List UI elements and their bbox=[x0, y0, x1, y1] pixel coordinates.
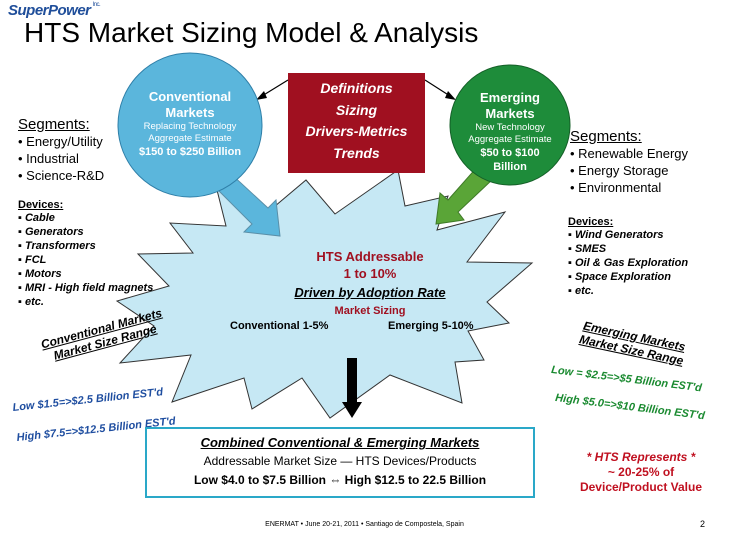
emerging-sub-1: New Technology bbox=[475, 122, 545, 133]
combined-title: Combined Conventional & Emerging Markets bbox=[200, 435, 480, 450]
left-segments: Segments: • Energy/Utility • Industrial … bbox=[18, 116, 104, 184]
right-device-item: ▪ Space Exploration bbox=[568, 271, 671, 283]
combined-range: Low $4.0 to $7.5 Billion ⇔ High $12.5 to… bbox=[193, 473, 487, 487]
right-device-item: ▪ etc. bbox=[568, 285, 594, 297]
left-segments-heading: Segments: bbox=[18, 116, 90, 133]
right-device-item: ▪ Wind Generators bbox=[568, 229, 664, 241]
emerging-sizing: Emerging 5-10% bbox=[388, 320, 474, 332]
hts-represents-note: * HTS Represents * ~ 20-25% of Device/Pr… bbox=[556, 450, 726, 495]
hts-addressable-percent: 1 to 10% bbox=[343, 266, 397, 281]
emerging-title-1: Emerging bbox=[480, 90, 540, 105]
hts-addressable-label: HTS Addressable bbox=[316, 249, 424, 264]
definitions-item: Drivers-Metrics bbox=[305, 123, 408, 139]
emerging-value-2: Billion bbox=[493, 161, 527, 173]
right-segment-item: • Environmental bbox=[570, 180, 662, 195]
emerging-value-1: $50 to $100 bbox=[480, 147, 540, 159]
logo-suffix: Inc. bbox=[92, 2, 101, 8]
market-sizing-label: Market Sizing bbox=[334, 305, 406, 317]
sizing-row: Conventional 1-5% Emerging 5-10% bbox=[220, 319, 520, 333]
hts-addressable-starburst bbox=[115, 169, 534, 419]
conventional-value: $150 to $250 Billion bbox=[138, 146, 242, 158]
right-segments: Segments: • Renewable Energy • Energy St… bbox=[570, 128, 688, 196]
conventional-title-2: Markets bbox=[165, 105, 215, 120]
emerging-title-2: Markets bbox=[485, 106, 535, 121]
conventional-markets-label: Conventional Markets Replacing Technolog… bbox=[114, 89, 266, 159]
hts-represents-line-3: Device/Product Value bbox=[579, 480, 703, 494]
definitions-item: Trends bbox=[333, 144, 380, 161]
left-devices: Devices: ▪ Cable ▪ Generators ▪ Transfor… bbox=[18, 199, 153, 309]
right-devices: Devices: ▪ Wind Generators ▪ SMES ▪ Oil … bbox=[568, 216, 688, 298]
definitions-to-emerging-arrowhead bbox=[445, 91, 456, 100]
definitions-item: Sizing bbox=[335, 101, 378, 118]
left-segment-item: • Industrial bbox=[18, 151, 79, 166]
left-device-item: ▪ Transformers bbox=[18, 240, 96, 252]
conventional-sizing: Conventional 1-5% bbox=[230, 320, 329, 332]
driven-by-label: Driven by Adoption Rate bbox=[294, 285, 446, 300]
right-segments-heading: Segments: bbox=[570, 128, 642, 145]
hts-represents-line-1: * HTS Represents * bbox=[586, 450, 696, 464]
combined-down-arrow bbox=[342, 358, 362, 418]
right-segment-item: • Energy Storage bbox=[570, 163, 669, 178]
left-device-item: ▪ MRI - High field magnets bbox=[18, 282, 154, 294]
conventional-sub-1: Replacing Technology bbox=[143, 121, 237, 132]
left-segment-item: • Science-R&D bbox=[18, 168, 105, 183]
slide-footer: ENERMAT • June 20-21, 2011 • Santiago de… bbox=[265, 521, 464, 528]
left-device-item: ▪ Cable bbox=[18, 212, 55, 224]
starburst-text: HTS Addressable 1 to 10% Driven by Adopt… bbox=[220, 248, 520, 333]
conventional-title-1: Conventional bbox=[148, 89, 232, 104]
definitions-to-emerging-arrow bbox=[424, 79, 451, 97]
left-device-item: ▪ FCL bbox=[18, 254, 47, 266]
definitions-to-conventional-arrow bbox=[261, 79, 289, 97]
left-device-item: ▪ Motors bbox=[18, 268, 62, 280]
combined-markets-box: Combined Conventional & Emerging Markets… bbox=[145, 427, 535, 498]
left-device-item: ▪ Generators bbox=[18, 226, 84, 238]
conventional-markets-circle bbox=[117, 52, 263, 198]
right-device-item: ▪ Oil & Gas Exploration bbox=[568, 257, 689, 269]
left-devices-heading: Devices: bbox=[18, 199, 64, 211]
hts-represents-line-2: ~ 20-25% of bbox=[607, 465, 675, 479]
slide-title: HTS Market Sizing Model & Analysis bbox=[24, 17, 479, 48]
logo-text: SuperPower bbox=[8, 2, 91, 19]
left-device-item: ▪ etc. bbox=[18, 296, 44, 308]
definitions-box: Definitions Sizing Drivers-Metrics Trend… bbox=[288, 73, 425, 173]
conventional-sub-2: Aggregate Estimate bbox=[148, 133, 232, 144]
right-device-item: ▪ SMES bbox=[568, 243, 607, 255]
emerging-sub-2: Aggregate Estimate bbox=[468, 134, 552, 145]
definitions-to-conventional-arrowhead bbox=[256, 91, 267, 100]
right-segment-item: • Renewable Energy bbox=[570, 146, 689, 161]
emerging-markets-circle bbox=[449, 64, 571, 186]
combined-subtitle: Addressable Market Size — HTS Devices/Pr… bbox=[203, 454, 477, 468]
right-devices-heading: Devices: bbox=[568, 216, 614, 228]
emerging-markets-label: Emerging Markets New Technology Aggregat… bbox=[450, 90, 570, 174]
left-segment-item: • Energy/Utility bbox=[18, 134, 103, 149]
definitions-item: Definitions bbox=[320, 80, 393, 96]
page-number: 2 bbox=[700, 519, 706, 529]
